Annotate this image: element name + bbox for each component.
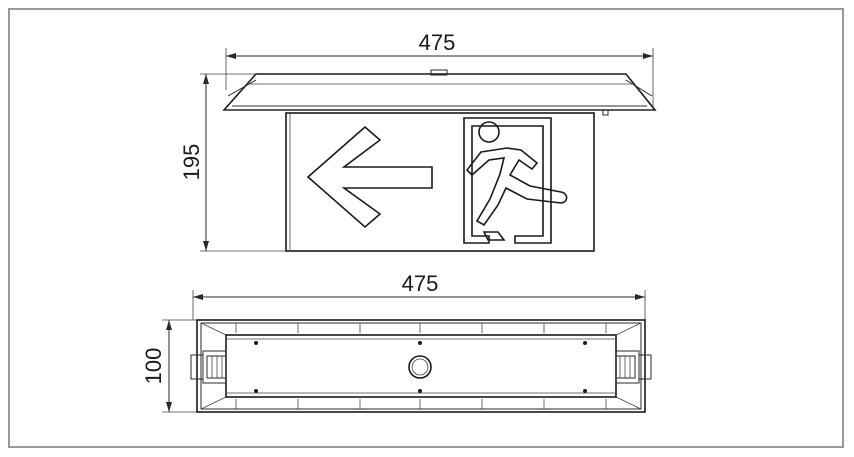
front-view: 475 195 (179, 30, 657, 252)
left-arrow-icon (306, 125, 433, 229)
front-width-label: 475 (419, 30, 456, 55)
mounting-screws (254, 341, 587, 393)
front-height-dimension: 195 (179, 73, 290, 252)
center-hole (408, 355, 432, 379)
bottom-height-label: 100 (141, 348, 166, 385)
bottom-width-dimension: 475 (192, 271, 646, 320)
housing (222, 69, 657, 116)
sign-panel (285, 112, 595, 252)
bottom-housing (196, 319, 646, 413)
bottom-width-label: 475 (402, 271, 439, 296)
right-clip (615, 350, 652, 384)
front-height-label: 195 (179, 144, 204, 181)
left-clip (190, 350, 227, 384)
drawing-frame (8, 8, 844, 448)
bottom-view: 475 100 (141, 271, 652, 413)
bottom-height-dimension: 100 (141, 319, 198, 413)
running-man-exit-icon (463, 117, 568, 244)
front-width-dimension: 475 (225, 30, 654, 108)
